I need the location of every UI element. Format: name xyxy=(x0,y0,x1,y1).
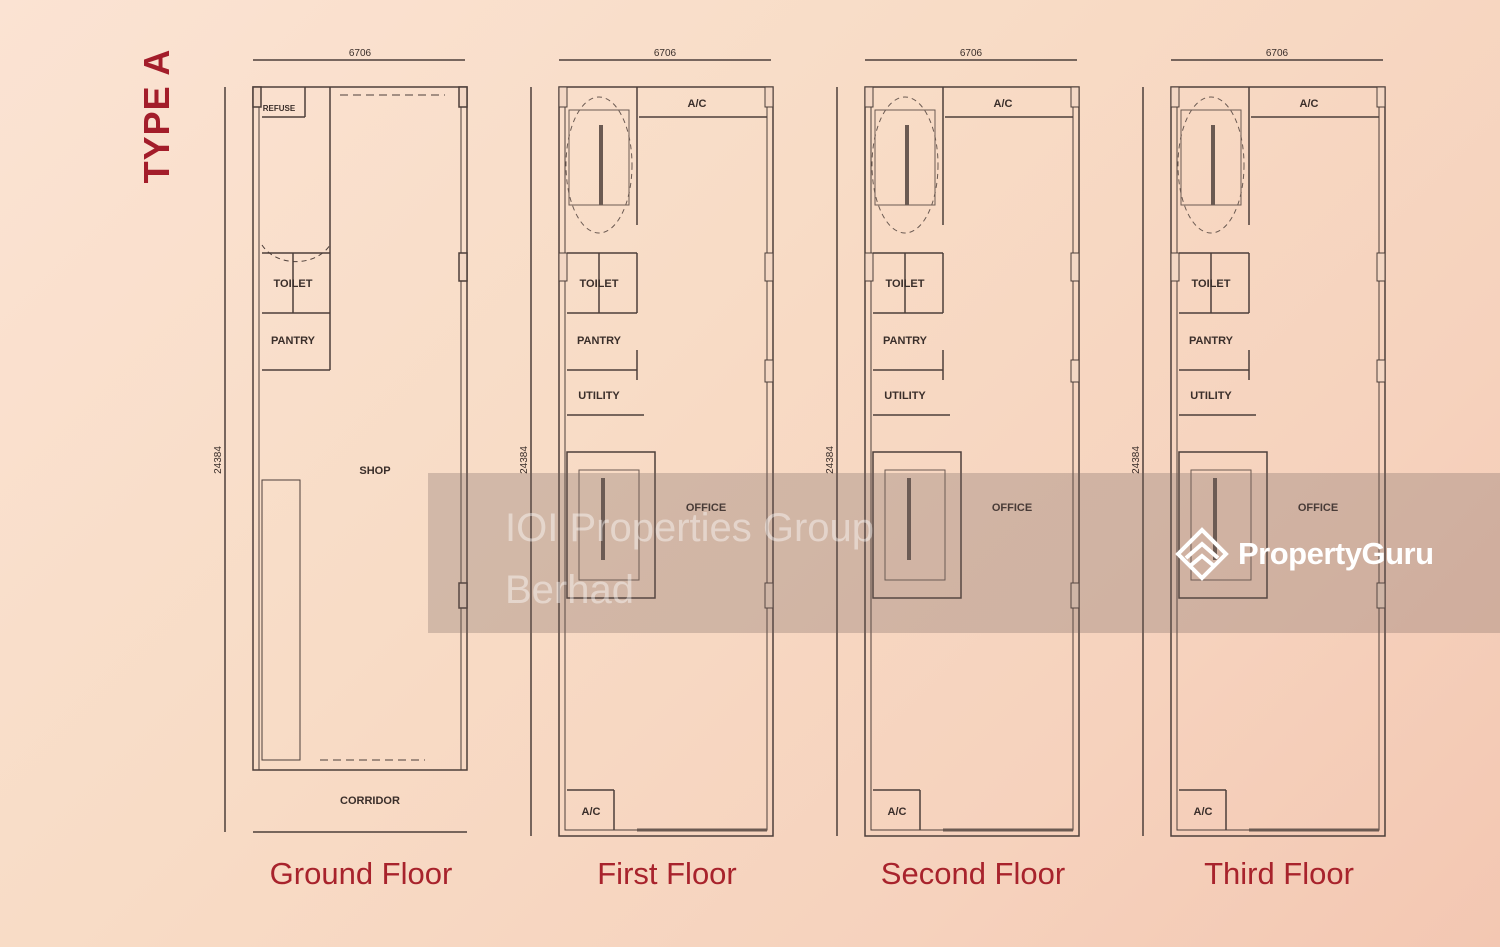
room-label-ac-bottom: A/C xyxy=(888,806,907,818)
width-label: 6706 xyxy=(349,48,372,59)
room-label-ac-top: A/C xyxy=(994,98,1013,110)
floor-label-ground: Ground Floor xyxy=(269,856,453,891)
room-label-ac-bottom: A/C xyxy=(1194,806,1213,818)
width-label: 6706 xyxy=(1266,48,1289,59)
depth-label: 24384 xyxy=(519,446,530,474)
room-label-toilet: TOILET xyxy=(274,278,313,290)
room-label-toilet: TOILET xyxy=(580,278,619,290)
outer-wall xyxy=(558,86,774,837)
room-label-pantry: PANTRY xyxy=(883,335,928,347)
room-label-utility: UTILITY xyxy=(884,390,926,402)
developer-watermark: IOI Properties Group Berhad xyxy=(505,506,875,612)
room-label-pantry: PANTRY xyxy=(271,335,316,347)
room-label-corridor: CORRIDOR xyxy=(340,795,400,807)
room-label-office: OFFICE xyxy=(1298,502,1338,514)
outer-wall xyxy=(864,86,1080,837)
room-label-office: OFFICE xyxy=(686,502,726,514)
ground-floor-plan xyxy=(224,59,468,833)
width-label: 6706 xyxy=(654,48,677,59)
depth-label: 24384 xyxy=(825,446,836,474)
outer-wall xyxy=(1170,86,1386,837)
room-label-office: OFFICE xyxy=(992,502,1032,514)
floor-label-second: Second Floor xyxy=(880,856,1066,891)
room-label-toilet: TOILET xyxy=(886,278,925,290)
propertyguru-wordmark: PropertyGuru xyxy=(1238,536,1434,571)
watermark-band xyxy=(428,473,1500,633)
room-label-ac-bottom: A/C xyxy=(582,806,601,818)
floor-label-first: First Floor xyxy=(597,856,737,891)
room-label-utility: UTILITY xyxy=(1190,390,1232,402)
room-label-pantry: PANTRY xyxy=(577,335,622,347)
room-label-utility: UTILITY xyxy=(578,390,620,402)
room-label-shop: SHOP xyxy=(359,465,390,477)
depth-label: 24384 xyxy=(1131,446,1142,474)
depth-label: 24384 xyxy=(213,446,224,474)
room-label-ac-top: A/C xyxy=(688,98,707,110)
room-label-pantry: PANTRY xyxy=(1189,335,1234,347)
outer-wall xyxy=(252,86,468,771)
room-label-toilet: TOILET xyxy=(1192,278,1231,290)
width-label: 6706 xyxy=(960,48,983,59)
floor-label-third: Third Floor xyxy=(1204,856,1354,891)
propertyguru-logo-icon xyxy=(1175,527,1229,581)
propertyguru-watermark: PropertyGuru xyxy=(1172,524,1434,584)
room-label-ac-top: A/C xyxy=(1300,98,1319,110)
room-label-refuse: REFUSE xyxy=(263,104,296,113)
